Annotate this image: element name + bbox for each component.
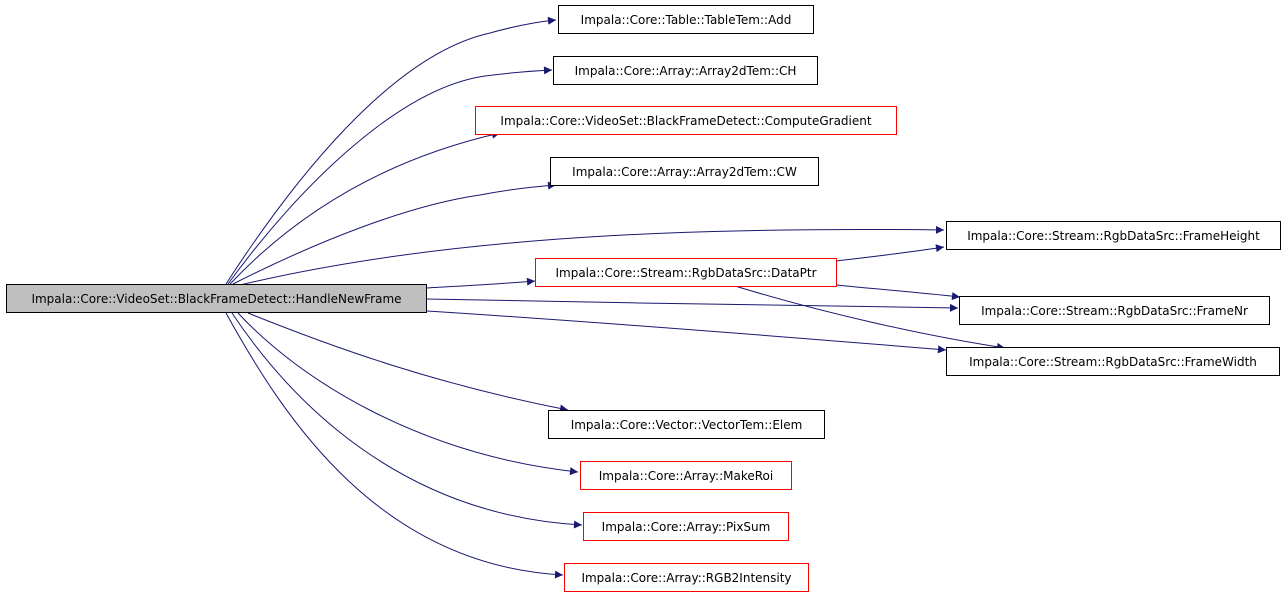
node-cw-label: Impala::Core::Array::Array2dTem::CW bbox=[572, 165, 797, 179]
edge-dataptr-to-framenr bbox=[835, 284, 961, 301]
node-ch-box bbox=[553, 56, 818, 85]
node-root[interactable]: Impala::Core::VideoSet::BlackFrameDetect… bbox=[6, 284, 427, 313]
edge-root-to-cw bbox=[232, 181, 557, 285]
edge-root-to-dataptr bbox=[426, 277, 536, 289]
node-framewidth-label: Impala::Core::Stream::RgbDataSrc::FrameW… bbox=[969, 355, 1257, 369]
node-pixsum-label: Impala::Core::Array::PixSum bbox=[602, 520, 771, 534]
node-framewidth[interactable]: Impala::Core::Stream::RgbDataSrc::FrameW… bbox=[946, 347, 1280, 376]
edge-root-to-frameheight bbox=[239, 225, 945, 286]
edge-root-to-ch bbox=[227, 66, 553, 285]
node-frameheight-label: Impala::Core::Stream::RgbDataSrc::FrameH… bbox=[967, 229, 1260, 243]
edge-root-to-framenr bbox=[426, 298, 959, 312]
node-rgb2intensity-box bbox=[564, 563, 809, 592]
edge-root-to-makeroi bbox=[237, 312, 579, 476]
node-root-box bbox=[6, 284, 427, 313]
node-makeroi-label: Impala::Core::Array::MakeRoi bbox=[599, 469, 773, 483]
node-makeroi[interactable]: Impala::Core::Array::MakeRoi bbox=[580, 461, 792, 490]
node-elem-box bbox=[548, 410, 825, 439]
node-frameheight-box bbox=[946, 221, 1281, 250]
node-framenr[interactable]: Impala::Core::Stream::RgbDataSrc::FrameN… bbox=[959, 296, 1270, 325]
node-computegradient-label: Impala::Core::VideoSet::BlackFrameDetect… bbox=[500, 114, 871, 128]
node-framenr-box bbox=[959, 296, 1270, 325]
edge-root-to-pixsum bbox=[231, 312, 583, 529]
edge-root-to-elem bbox=[247, 312, 569, 413]
node-framenr-label: Impala::Core::Stream::RgbDataSrc::FrameN… bbox=[981, 304, 1248, 318]
node-pixsum-box bbox=[583, 512, 789, 541]
node-pixsum[interactable]: Impala::Core::Array::PixSum bbox=[583, 512, 789, 541]
node-framewidth-box bbox=[946, 347, 1280, 376]
edge-root-to-rgb2intensity bbox=[225, 312, 564, 579]
node-frameheight[interactable]: Impala::Core::Stream::RgbDataSrc::FrameH… bbox=[946, 221, 1281, 250]
node-dataptr-box bbox=[535, 258, 837, 287]
edge-dataptr-to-frameheight bbox=[835, 244, 945, 262]
nodes: Impala::Core::VideoSet::BlackFrameDetect… bbox=[6, 5, 1281, 592]
edge-root-to-framewidth bbox=[426, 310, 947, 354]
node-add-box bbox=[558, 5, 814, 34]
node-makeroi-box bbox=[580, 461, 792, 490]
node-elem-label: Impala::Core::Vector::VectorTem::Elem bbox=[571, 418, 803, 432]
node-ch-label: Impala::Core::Array::Array2dTem::CH bbox=[575, 64, 797, 78]
node-rgb2intensity[interactable]: Impala::Core::Array::RGB2Intensity bbox=[564, 563, 809, 592]
node-cw-box bbox=[550, 157, 819, 186]
node-ch[interactable]: Impala::Core::Array::Array2dTem::CH bbox=[553, 56, 818, 85]
node-add-label: Impala::Core::Table::TableTem::Add bbox=[581, 13, 792, 27]
edge-dataptr-to-framewidth bbox=[734, 285, 1006, 351]
node-elem[interactable]: Impala::Core::Vector::VectorTem::Elem bbox=[548, 410, 825, 439]
node-dataptr[interactable]: Impala::Core::Stream::RgbDataSrc::DataPt… bbox=[535, 258, 837, 287]
node-dataptr-label: Impala::Core::Stream::RgbDataSrc::DataPt… bbox=[555, 266, 816, 280]
node-computegradient-box bbox=[475, 106, 897, 135]
edge-root-to-computegradient bbox=[229, 130, 501, 285]
node-rgb2intensity-label: Impala::Core::Array::RGB2Intensity bbox=[581, 571, 791, 585]
node-cw[interactable]: Impala::Core::Array::Array2dTem::CW bbox=[550, 157, 819, 186]
node-computegradient[interactable]: Impala::Core::VideoSet::BlackFrameDetect… bbox=[475, 106, 897, 135]
edges bbox=[225, 16, 1006, 579]
node-add[interactable]: Impala::Core::Table::TableTem::Add bbox=[558, 5, 814, 34]
node-root-label: Impala::Core::VideoSet::BlackFrameDetect… bbox=[31, 292, 401, 306]
edge-root-to-add bbox=[225, 16, 557, 285]
